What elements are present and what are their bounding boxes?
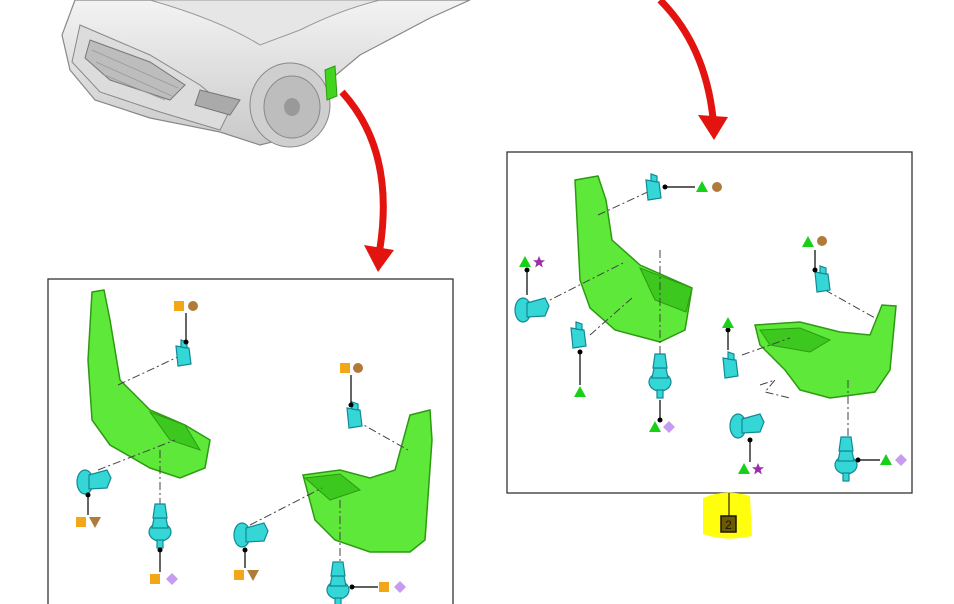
mud-flap-rear bbox=[87, 289, 211, 479]
symbol-callouts bbox=[519, 181, 907, 475]
highlighted-callout[interactable]: 2 bbox=[703, 492, 752, 539]
direction-arrow-left bbox=[339, 89, 394, 272]
symbol-callouts bbox=[76, 301, 406, 593]
mud-flap-front bbox=[302, 409, 433, 553]
vehicle-front-illustration bbox=[61, 0, 471, 148]
detail-panel-left bbox=[47, 278, 454, 604]
mud-flap-front bbox=[754, 304, 897, 399]
detail-panel-right bbox=[506, 151, 913, 494]
callout-number: 2 bbox=[725, 518, 732, 532]
direction-arrow-right bbox=[657, 0, 728, 140]
mud-flap-rear bbox=[574, 175, 693, 343]
